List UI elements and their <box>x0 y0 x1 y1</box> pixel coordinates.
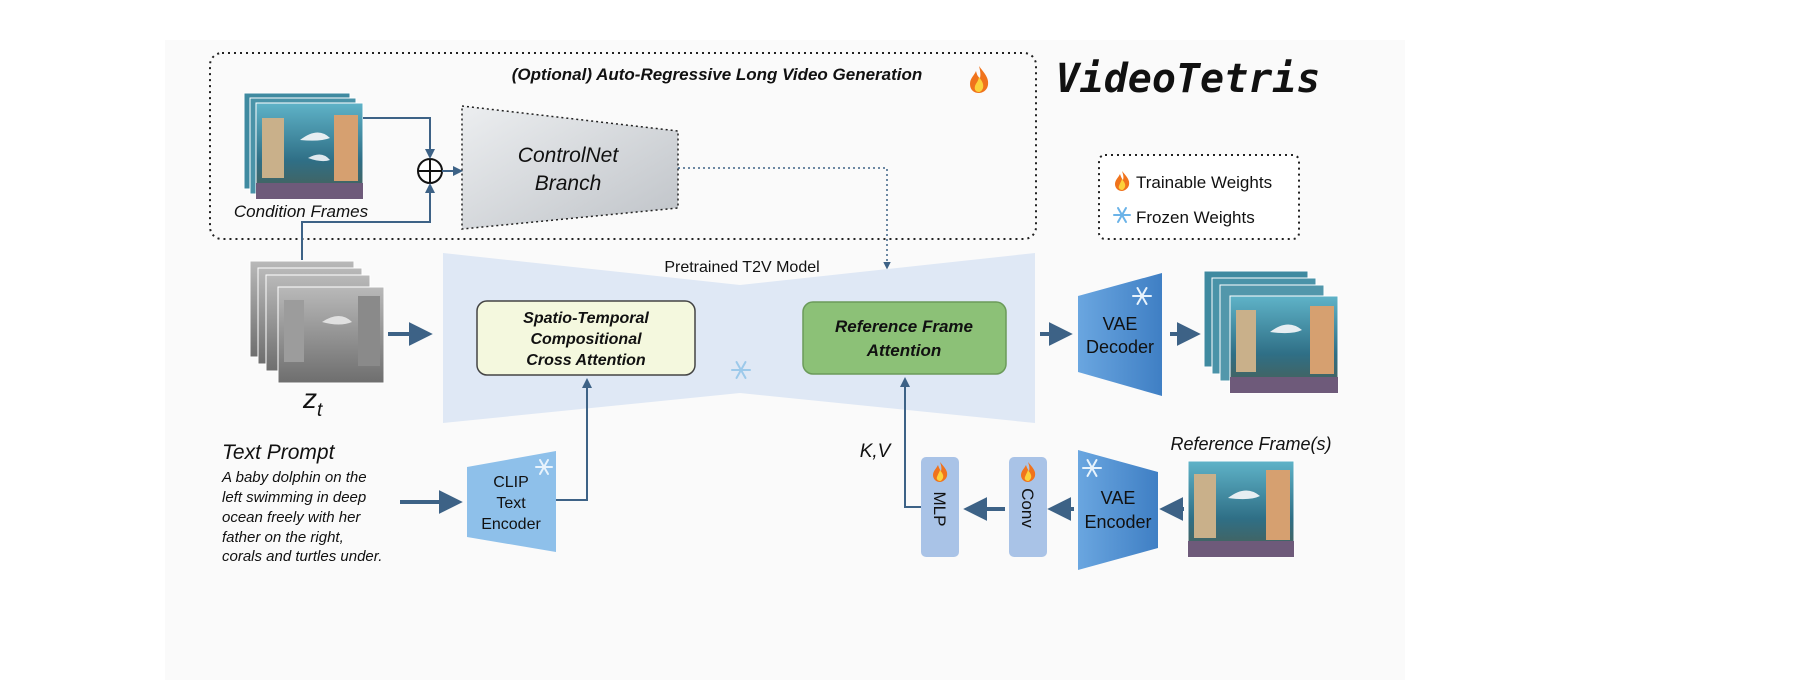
text-prompt-line: A baby dolphin on the <box>221 469 367 486</box>
clip-line3: Encoder <box>481 516 541 533</box>
output-frames-stack <box>1203 270 1339 394</box>
legend: Trainable Weights Frozen Weights <box>1098 154 1300 240</box>
fire-icon <box>1115 171 1130 191</box>
snowflake-icon <box>731 361 751 379</box>
legend-box <box>1098 154 1300 240</box>
snowflake-icon <box>1132 287 1152 305</box>
rfa-line2: Attention <box>866 341 942 360</box>
snowflake-icon <box>1113 207 1131 223</box>
zt-label: zt <box>302 383 323 421</box>
snowflake-icon <box>1082 459 1102 477</box>
vae-encoder-line1: VAE <box>1101 488 1136 508</box>
vae-decoder-line1: VAE <box>1103 314 1138 334</box>
arrow-controlnet-to-rfa <box>678 167 891 270</box>
vae-encoder-line2: Encoder <box>1084 512 1151 532</box>
fire-icon <box>970 66 989 93</box>
clip-line1: CLIP <box>493 474 529 491</box>
text-prompt-line: father on the right, <box>222 529 344 546</box>
fire-icon <box>933 462 948 482</box>
stcca-line3: Cross Attention <box>526 352 646 369</box>
autoregressive-label: (Optional) Auto-Regressive Long Video Ge… <box>512 65 923 84</box>
fire-icon <box>1021 462 1036 482</box>
clip-line2: Text <box>496 495 526 512</box>
output-frame-image <box>1229 295 1339 394</box>
latent-frame-image <box>277 286 385 384</box>
vae-decoder-line2: Decoder <box>1086 337 1154 357</box>
controlnet-branch: ControlNet Branch <box>461 105 679 230</box>
latent-stack <box>249 260 385 384</box>
arrow-condition-to-plus <box>363 117 435 159</box>
arrow-clip-to-stcca <box>556 378 592 501</box>
mlp-block: MLP <box>921 457 959 557</box>
vae-decoder: VAE Decoder <box>1078 273 1162 396</box>
reference-frames-label: Reference Frame(s) <box>1170 434 1331 454</box>
legend-trainable-label: Trainable Weights <box>1136 173 1272 192</box>
plus-circle-icon <box>417 158 443 184</box>
text-prompt-line: ocean freely with her <box>222 509 361 526</box>
stcca-line2: Compositional <box>530 331 642 348</box>
diagram-title: VideoTetris <box>1056 56 1321 102</box>
condition-frames-label: Condition Frames <box>234 202 369 221</box>
controlnet-label-line1: ControlNet <box>518 144 620 167</box>
arrow-zt-to-plus <box>301 183 435 260</box>
text-prompt-line: corals and turtles under. <box>222 548 382 565</box>
spatio-temporal-cross-attention: Spatio-Temporal Compositional Cross Atte… <box>476 300 696 376</box>
t2v-label: Pretrained T2V Model <box>664 259 819 276</box>
legend-frozen-label: Frozen Weights <box>1136 208 1255 227</box>
text-prompt: Text Prompt A baby dolphin on the left s… <box>221 441 382 565</box>
arrow-mlp-to-rfa <box>900 377 921 508</box>
reference-frame-image <box>1187 460 1295 558</box>
reference-frame-attention: Reference Frame Attention <box>802 301 1007 375</box>
text-prompt-title: Text Prompt <box>222 441 336 464</box>
kv-label: K,V <box>860 441 893 462</box>
rfa-line1: Reference Frame <box>835 317 973 336</box>
condition-frame-image <box>255 102 364 200</box>
conv-block: Conv <box>1009 457 1047 557</box>
conv-label: Conv <box>1018 488 1037 528</box>
clip-text-encoder: CLIP Text Encoder <box>467 451 556 552</box>
autoregressive-box <box>209 52 1037 240</box>
text-prompt-line: left swimming in deep <box>222 489 366 506</box>
mlp-label: MLP <box>930 492 949 527</box>
controlnet-label-line2: Branch <box>535 172 602 195</box>
vae-encoder: VAE Encoder <box>1078 450 1158 570</box>
snowflake-icon <box>535 459 553 475</box>
autoregressive-section: (Optional) Auto-Regressive Long Video Ge… <box>209 52 1037 240</box>
condition-frames-stack <box>243 92 364 200</box>
stcca-line1: Spatio-Temporal <box>523 310 649 327</box>
